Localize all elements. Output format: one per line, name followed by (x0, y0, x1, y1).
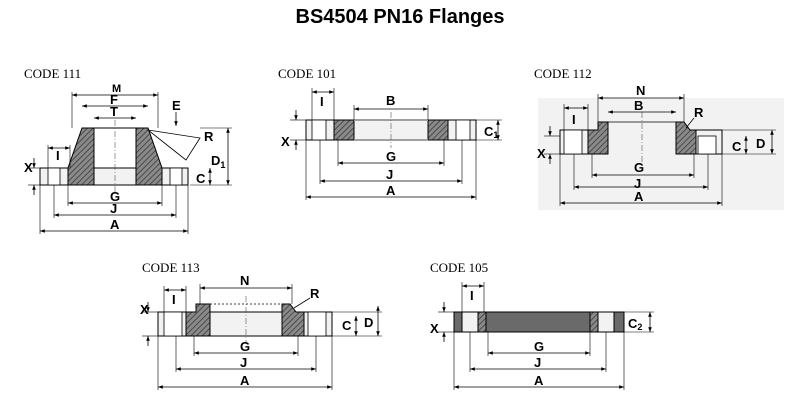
code-111-dim-M: M (112, 83, 121, 95)
code-112-dim-R: R (694, 105, 704, 120)
code-113-dim-N: N (240, 273, 249, 288)
code-111-drawing: M F T E R D1 C X I G J (24, 83, 232, 234)
code-113-dim-I: I (172, 292, 176, 307)
code-111-dim-R: R (204, 129, 214, 144)
code-113-dim-R: R (310, 286, 320, 301)
code-111-left-hub (67, 127, 95, 186)
code-113-label: CODE 113 (142, 260, 200, 275)
code-105-dim-A: A (534, 373, 544, 388)
code-111-label: CODE 111 (24, 66, 82, 81)
code-111-dim-I: I (56, 148, 60, 163)
code-111-dim-T: T (110, 104, 118, 119)
code-112-dim-I: I (572, 112, 576, 127)
page-title: BS4504 PN16 Flanges (295, 6, 505, 28)
code-113-drawing: N R I X C D G J A (140, 273, 382, 390)
code-101-drawing: I B C1 X G J A (281, 88, 502, 200)
code-111-bolt-hole-right (169, 167, 183, 186)
code-105-dim-I: I (470, 288, 474, 303)
code-111-dim-J: J (110, 201, 117, 216)
code-111-dim-C: C (196, 171, 206, 186)
code-112-dim-G: G (634, 160, 644, 175)
code-111-flange-body (39, 167, 189, 186)
code-112-dim-D: D (756, 136, 765, 151)
code-111-bolt-hole-left (47, 167, 61, 186)
code-112-dim-J: J (634, 176, 641, 191)
code-113-dim-J: J (240, 355, 247, 370)
code-101-right-section (427, 119, 449, 141)
code-105-blank-plate (453, 311, 625, 333)
code-112-dim-B: B (634, 98, 643, 113)
code-101-dim-J: J (386, 167, 393, 182)
code-112-dim-C: C (732, 139, 742, 154)
code-101-dim-I: I (320, 94, 324, 109)
code-101-dim-C1: C1 (484, 124, 498, 140)
code-112-label: CODE 112 (534, 66, 592, 81)
code-101-dim-B: B (386, 93, 395, 108)
code-105-dim-G: G (534, 339, 544, 354)
code-113-dim-G: G (240, 339, 250, 354)
code-111-dim-A: A (110, 217, 120, 232)
code-105-dim-X: X (430, 321, 439, 336)
code-112-dim-X: X (537, 146, 546, 161)
code-111-dim-F: F (110, 92, 118, 107)
code-101-dim-A: A (386, 183, 396, 198)
code-101-dim-X: X (281, 134, 290, 149)
code-113-dim-D: D (364, 315, 373, 330)
code-105-dim-C2: C2 (628, 316, 642, 332)
code-101-left-section (333, 119, 355, 141)
code-113-dim-C: C (342, 318, 352, 333)
code-105-label: CODE 105 (430, 260, 489, 275)
code-111-dim-G: G (110, 189, 120, 204)
code-113-left-section (185, 303, 211, 337)
code-113-right-section (281, 303, 305, 337)
code-112-drawing: N B R I C D X G J A (537, 83, 784, 210)
code-112-dim-A: A (634, 189, 644, 204)
code-111-dim-D1: D1 (211, 153, 225, 170)
code-101-label: CODE 101 (278, 66, 337, 81)
code-112-dim-N: N (636, 83, 645, 98)
code-113-dim-X: X (140, 302, 149, 317)
code-113-dim-A: A (240, 373, 250, 388)
code-101-dim-G: G (386, 149, 396, 164)
code-111-dim-X: X (24, 160, 33, 175)
code-105-drawing: I X C2 G J A (430, 282, 654, 390)
code-111-right-hub (135, 127, 163, 186)
code-105-dim-J: J (534, 355, 541, 370)
code-111-dim-E: E (172, 98, 181, 113)
